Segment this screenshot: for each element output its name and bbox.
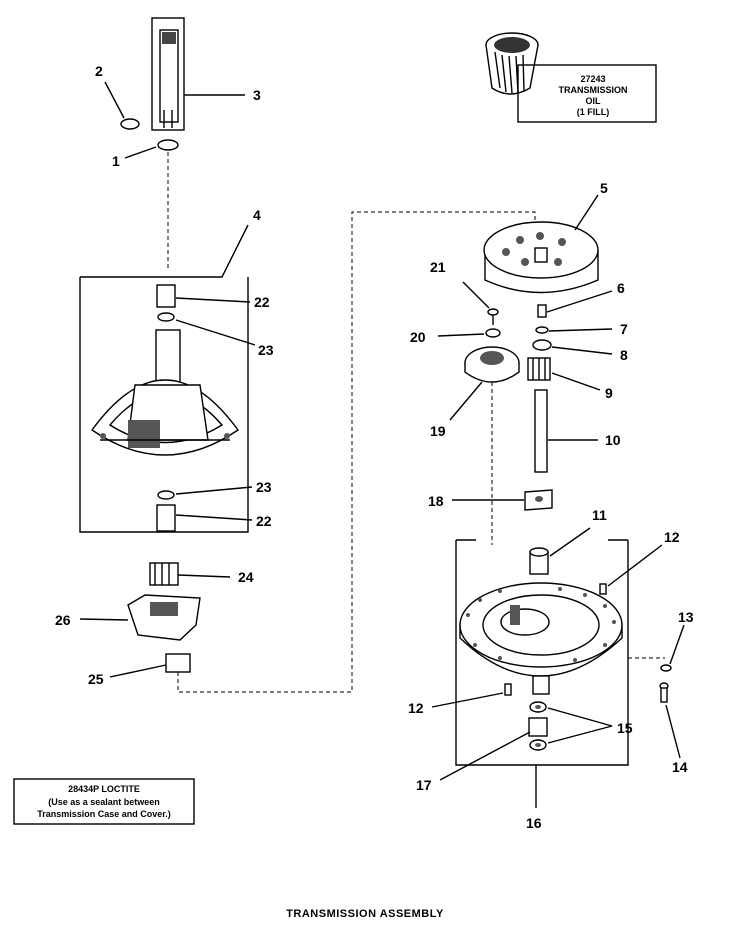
oil-note-line-4: (1 FILL) <box>577 107 610 117</box>
pin-12b-part <box>504 683 512 696</box>
loctite-note-line-1: 28434P LOCTITE <box>68 784 140 794</box>
gear-19-part <box>464 346 520 383</box>
shift-block-26-part <box>127 594 201 641</box>
transmission-cover-part <box>459 582 623 695</box>
callout-5: 5 <box>600 180 608 196</box>
bushing-22b-part <box>156 504 176 532</box>
washer-1-part <box>157 139 179 151</box>
oil-note-line-3: OIL <box>586 96 602 106</box>
pulley-5-part <box>483 221 599 294</box>
loctite-note-line-3: Transmission Case and Cover.) <box>37 809 171 819</box>
callout-15: 15 <box>617 720 633 736</box>
clip-25-part <box>165 653 191 673</box>
callout-20: 20 <box>410 329 426 345</box>
callout-22a: 22 <box>254 294 270 310</box>
callout-23a: 23 <box>258 342 274 358</box>
callout-8: 8 <box>620 347 628 363</box>
callout-14: 14 <box>672 759 688 775</box>
washer-7-part <box>535 326 549 334</box>
gear-9-part <box>527 357 551 381</box>
oil-can-icon <box>485 32 539 95</box>
callout-18: 18 <box>428 493 444 509</box>
bushing-11-part <box>529 547 549 575</box>
callout-21: 21 <box>430 259 446 275</box>
callout-3: 3 <box>253 87 261 103</box>
callout-12a: 12 <box>664 529 680 545</box>
loctite-note-line-2: (Use as a sealant between <box>48 797 160 807</box>
callout-22b: 22 <box>256 513 272 529</box>
pin-12a-part <box>599 583 607 595</box>
oil-note-line-2: TRANSMISSION <box>558 85 627 95</box>
callout-17: 17 <box>416 777 432 793</box>
screw-6-part <box>537 304 547 318</box>
transmission-case-part <box>91 284 239 456</box>
callout-24: 24 <box>238 569 254 585</box>
washer-8-part <box>532 339 552 351</box>
callout-6: 6 <box>617 280 625 296</box>
washer-2-part <box>120 118 140 130</box>
callout-4: 4 <box>253 207 261 223</box>
callout-16: 16 <box>526 815 542 831</box>
ring-23b-part <box>157 490 175 500</box>
washer-13-part <box>660 664 672 672</box>
callout-9: 9 <box>605 385 613 401</box>
screw-14-part <box>659 682 669 703</box>
callout-26: 26 <box>55 612 71 628</box>
callout-10: 10 <box>605 432 621 448</box>
bushing-17-part <box>528 717 548 737</box>
oil-note-box <box>517 64 657 123</box>
callout-2: 2 <box>95 63 103 79</box>
shaft-10-part <box>534 389 548 473</box>
callout-11: 11 <box>592 507 607 523</box>
callout-19: 19 <box>430 423 446 439</box>
washer-20-part <box>485 328 501 338</box>
loctite-note-box <box>13 778 195 825</box>
oil-note-line-1: 27243 <box>580 74 605 84</box>
callout-12b: 12 <box>408 700 424 716</box>
pinion-gear-24-part <box>149 562 179 586</box>
callout-7: 7 <box>620 321 628 337</box>
callout-23b: 23 <box>256 479 272 495</box>
diagram-title: TRANSMISSION ASSEMBLY <box>286 908 444 920</box>
drive-shaft-part <box>151 17 185 131</box>
screw-21-part <box>487 308 499 325</box>
callout-1: 1 <box>112 153 120 169</box>
callout-13: 13 <box>678 609 694 625</box>
callout-25: 25 <box>88 671 104 687</box>
